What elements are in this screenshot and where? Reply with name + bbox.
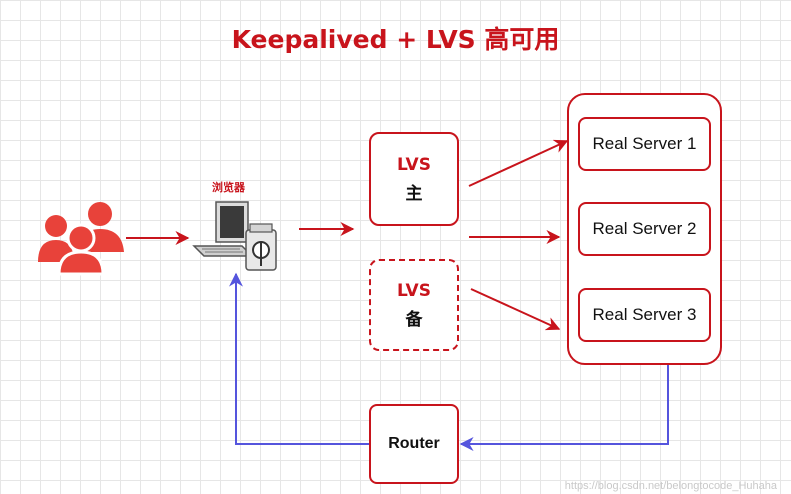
arrow-lvs-to-rs3 [470,288,561,331]
laptop-server-icon [192,201,277,271]
real-server-3: Real Server 3 [578,288,711,342]
lvs-backup-node: LVS 备 [369,259,459,351]
real-server-1: Real Server 1 [578,117,711,171]
router-node: Router [369,404,459,484]
watermark: https://blog.csdn.net/belongtocode_Huhah… [564,480,777,492]
lvs-master-role: 主 [405,183,423,204]
lvs-backup-name: LVS [397,280,431,301]
arrow-cluster-to-router [459,365,669,451]
lvs-master-name: LVS [397,154,431,175]
lvs-backup-role: 备 [405,309,423,330]
users-group-icon [38,202,124,276]
diagram-title: Keepalived + LVS 高可用 [231,25,560,54]
lvs-master-node: LVS 主 [369,132,459,226]
real-server-2: Real Server 2 [578,202,711,256]
browser-label: 浏览器 [212,181,245,194]
router-label: Router [388,435,440,452]
arrow-lvs-to-rs1 [468,139,569,187]
arrow-router-to-browser [229,272,369,445]
